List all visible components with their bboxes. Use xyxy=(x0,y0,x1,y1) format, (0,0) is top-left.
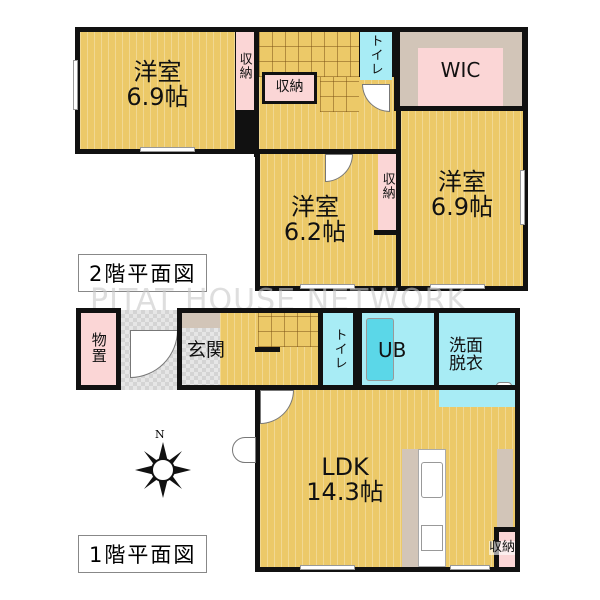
storage-label: 収納 xyxy=(379,172,395,200)
window xyxy=(520,170,525,225)
room-name: 洋室 xyxy=(133,58,182,86)
room-name: 洋室 xyxy=(438,168,486,196)
washroom-label: 洗面 脱衣 xyxy=(449,336,483,374)
room-2f-western-1-label: 洋室 6.9帖 xyxy=(80,58,235,112)
bathtub xyxy=(366,318,394,381)
floor2-title: 2階平面図 xyxy=(78,254,208,292)
ldk-label: LDK 14.3帖 xyxy=(290,453,400,507)
wall xyxy=(374,230,396,235)
stairs-1f xyxy=(258,313,318,347)
room-2f-western-2-label: 洋室 6.2帖 xyxy=(260,193,370,247)
washroom-label-line2: 脱衣 xyxy=(449,353,483,374)
ldk-size: 14.3帖 xyxy=(306,478,384,507)
toilet-label: トイレ xyxy=(331,328,347,370)
storeroom-label: 物置 xyxy=(89,332,108,364)
room-2f-western-3 xyxy=(401,111,523,286)
room-2f-western-2 xyxy=(260,154,378,286)
window xyxy=(450,565,490,570)
window xyxy=(73,60,78,110)
room-2f-western-1 xyxy=(80,32,235,149)
washroom-ext xyxy=(439,390,515,407)
washroom-label-line1: 洗面 xyxy=(449,336,483,356)
room-size: 6.9帖 xyxy=(126,83,189,112)
bath-label: UB xyxy=(378,338,407,362)
stairs-2f xyxy=(259,32,359,77)
window xyxy=(140,147,195,152)
compass: N xyxy=(128,428,198,508)
patio-door[interactable] xyxy=(232,437,256,463)
storeroom xyxy=(81,313,116,385)
kitchen-back-storage xyxy=(497,449,513,529)
wall xyxy=(255,347,280,352)
wic-label: WIC xyxy=(440,58,481,82)
floor1-title: 1階平面図 xyxy=(78,535,208,573)
storage-label: 収納 xyxy=(275,79,304,95)
toilet-2f xyxy=(360,32,392,80)
window xyxy=(300,284,355,289)
room-2f-western-3-label: 洋室 6.9帖 xyxy=(401,168,523,222)
ldk xyxy=(260,390,515,567)
room-2f-western-2-ext xyxy=(378,235,396,286)
shoe-storage xyxy=(182,313,220,328)
wic-room xyxy=(418,48,503,106)
storage-label: 収納 xyxy=(236,52,252,80)
room-size: 6.2帖 xyxy=(283,218,347,247)
storage-2f-vertical-b xyxy=(378,154,396,234)
storage-1f-label: 収納 xyxy=(489,540,516,555)
sink-icon xyxy=(421,462,443,498)
stairs-2f-landing xyxy=(320,77,359,112)
toilet-label: トイレ xyxy=(367,34,383,76)
room-name: 洋室 xyxy=(291,193,339,221)
toilet-1f xyxy=(323,313,353,385)
window xyxy=(300,565,355,570)
entrance-label: 玄関 xyxy=(187,339,226,361)
compass-north-label: N xyxy=(155,428,165,441)
stove-icon xyxy=(421,525,443,551)
storage-2f-vertical-a xyxy=(236,32,254,110)
storage-2f-hall xyxy=(262,72,317,104)
room-size: 6.9帖 xyxy=(430,193,494,222)
compass-rose-icon xyxy=(135,442,191,498)
entrance-floor xyxy=(182,328,220,385)
window xyxy=(430,284,485,289)
counter xyxy=(402,449,418,567)
ldk-name: LDK xyxy=(321,453,369,481)
